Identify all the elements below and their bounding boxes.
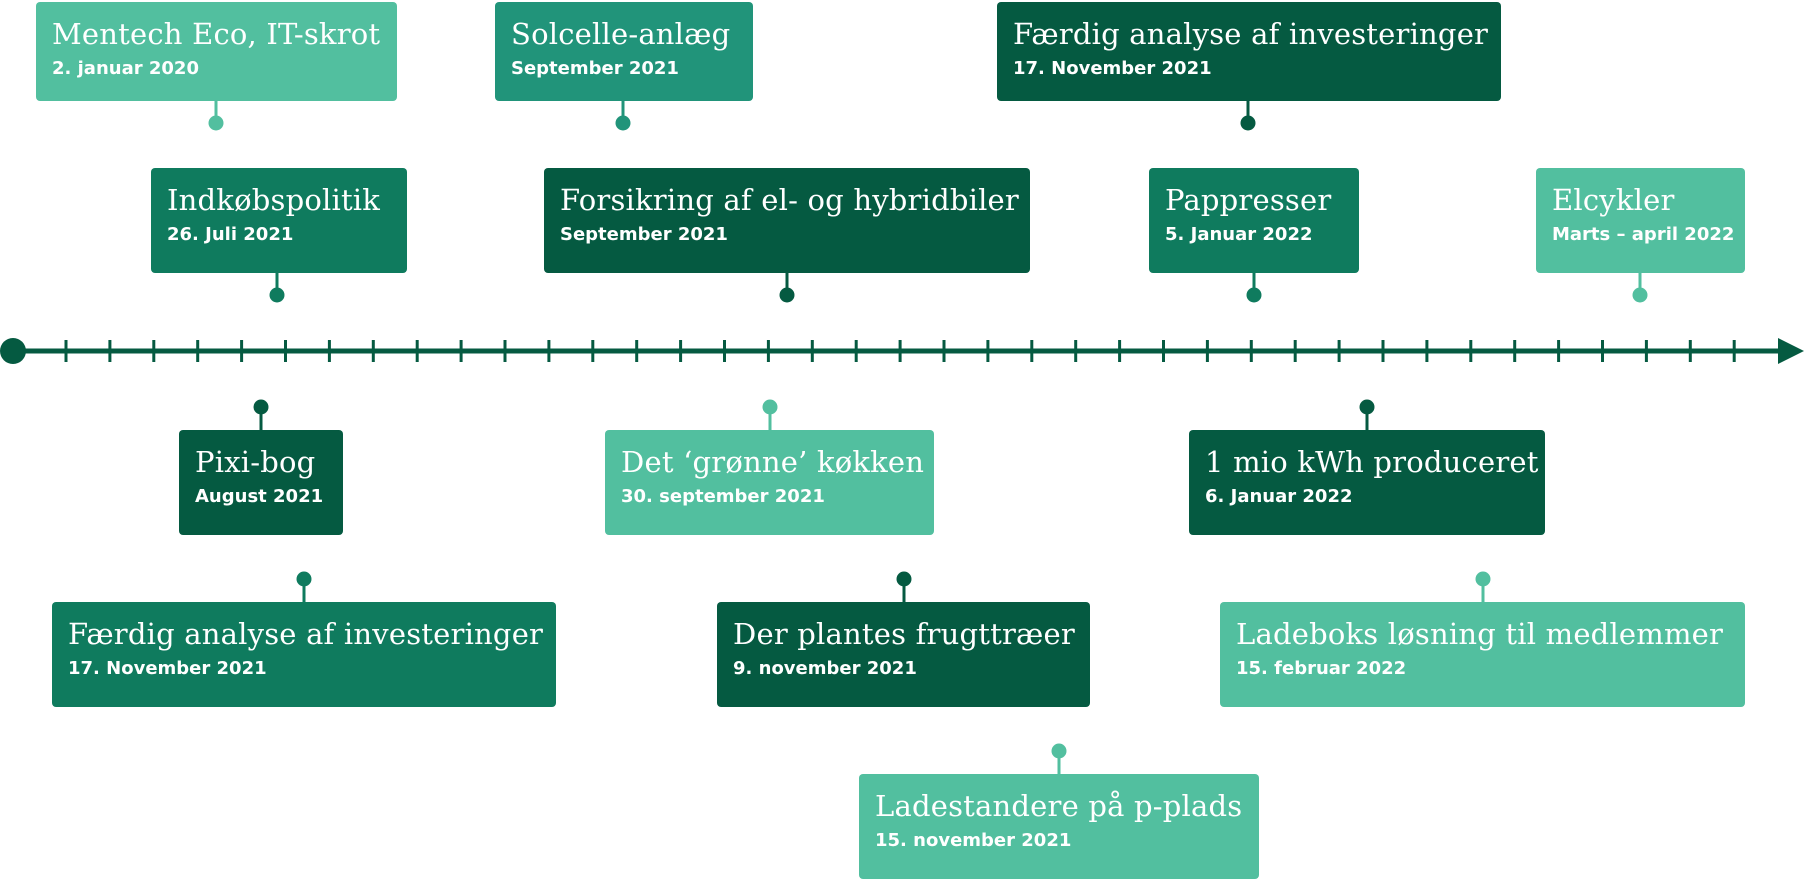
event-title: Pixi-bog [195,445,316,479]
event-title: Solcelle-anlæg [511,17,731,51]
event-title: Færdig analyse af investeringer [1013,17,1489,51]
axis-arrow-head-icon [1778,338,1804,364]
connector-dot [1359,399,1375,415]
event-date: Marts – april 2022 [1552,224,1735,245]
event-title: Der plantes frugttræer [733,617,1075,651]
event-box-faerdig-analyse-top: Færdig analyse af investeringer 17. Nove… [997,2,1501,101]
event-box-elcykler: Elcykler Marts – april 2022 [1536,168,1745,273]
connector-dot [896,571,912,587]
event-title: Elcykler [1552,183,1675,217]
connector-dot [253,399,269,415]
connector-line [1252,273,1256,295]
connector-dot [208,115,224,131]
event-date: August 2021 [195,486,324,507]
axis-start-dot [0,338,26,364]
connector-line [621,101,625,123]
connector-line [259,408,263,430]
event-date: 15. november 2021 [875,830,1072,851]
event-date: 2. januar 2020 [52,58,199,79]
event-box-mentech-eco-it-skrot: Mentech Eco, IT-skrot 2. januar 2020 [36,2,397,101]
event-date: 30. september 2021 [621,486,825,507]
connector-line [275,273,279,295]
event-date: 26. Juli 2021 [167,224,294,245]
event-title: Indkøbspolitik [167,183,381,217]
connector-dot [1475,571,1491,587]
event-title: Færdig analyse af investeringer [68,617,544,651]
event-date: September 2021 [560,224,728,245]
event-box-det-gronne-kokken: Det ‘grønne’ køkken 30. september 2021 [605,430,934,535]
connector-line [214,101,218,123]
event-title: Ladestandere på p-plads [875,789,1243,823]
connector-line [1365,408,1369,430]
event-title: 1 mio kWh produceret [1205,445,1539,479]
connector-dot [1240,115,1256,131]
event-title: Forsikring af el- og hybridbiler [560,183,1019,217]
connector-dot [296,571,312,587]
connector-dot [779,287,795,303]
connector-dot [762,399,778,415]
connector-dot [1246,287,1262,303]
axis-ticks [64,340,1736,362]
connector-line [1246,101,1250,123]
event-box-ladeboks-losning: Ladeboks løsning til medlemmer 15. febru… [1220,602,1745,707]
connector-line [785,273,789,295]
event-date: 9. november 2021 [733,658,917,679]
event-date: 17. November 2021 [1013,58,1212,79]
event-date: September 2021 [511,58,679,79]
connector-line [902,580,906,602]
event-date: 17. November 2021 [68,658,267,679]
connector-dot [1051,743,1067,759]
event-date: 6. Januar 2022 [1205,486,1353,507]
event-title: Mentech Eco, IT-skrot [52,17,381,51]
connector-dot [269,287,285,303]
event-box-indkobspolitik: Indkøbspolitik 26. Juli 2021 [151,168,407,273]
connector-line [302,580,306,602]
connector-line [1638,273,1642,295]
event-date: 5. Januar 2022 [1165,224,1313,245]
event-box-der-plantes-frugttraeer: Der plantes frugttræer 9. november 2021 [717,602,1090,707]
connector-line [768,408,772,430]
event-box-faerdig-analyse-bottom: Færdig analyse af investeringer 17. Nove… [52,602,556,707]
event-date: 15. februar 2022 [1236,658,1407,679]
event-box-pappresser: Pappresser 5. Januar 2022 [1149,168,1359,273]
event-box-forsikring-el-hybridbiler: Forsikring af el- og hybridbiler Septemb… [544,168,1030,273]
event-box-solcelle-anlaeg: Solcelle-anlæg September 2021 [495,2,753,101]
connector-dot [1632,287,1648,303]
event-title: Det ‘grønne’ køkken [621,445,925,479]
event-box-1-mio-kwh: 1 mio kWh produceret 6. Januar 2022 [1189,430,1545,535]
connector-line [1481,580,1485,602]
event-title: Pappresser [1165,183,1332,217]
event-box-ladestandere-p-plads: Ladestandere på p-plads 15. november 202… [859,774,1259,879]
event-box-pixi-bog: Pixi-bog August 2021 [179,430,343,535]
connector-dot [615,115,631,131]
event-title: Ladeboks løsning til medlemmer [1236,617,1724,651]
connector-line [1057,752,1061,774]
